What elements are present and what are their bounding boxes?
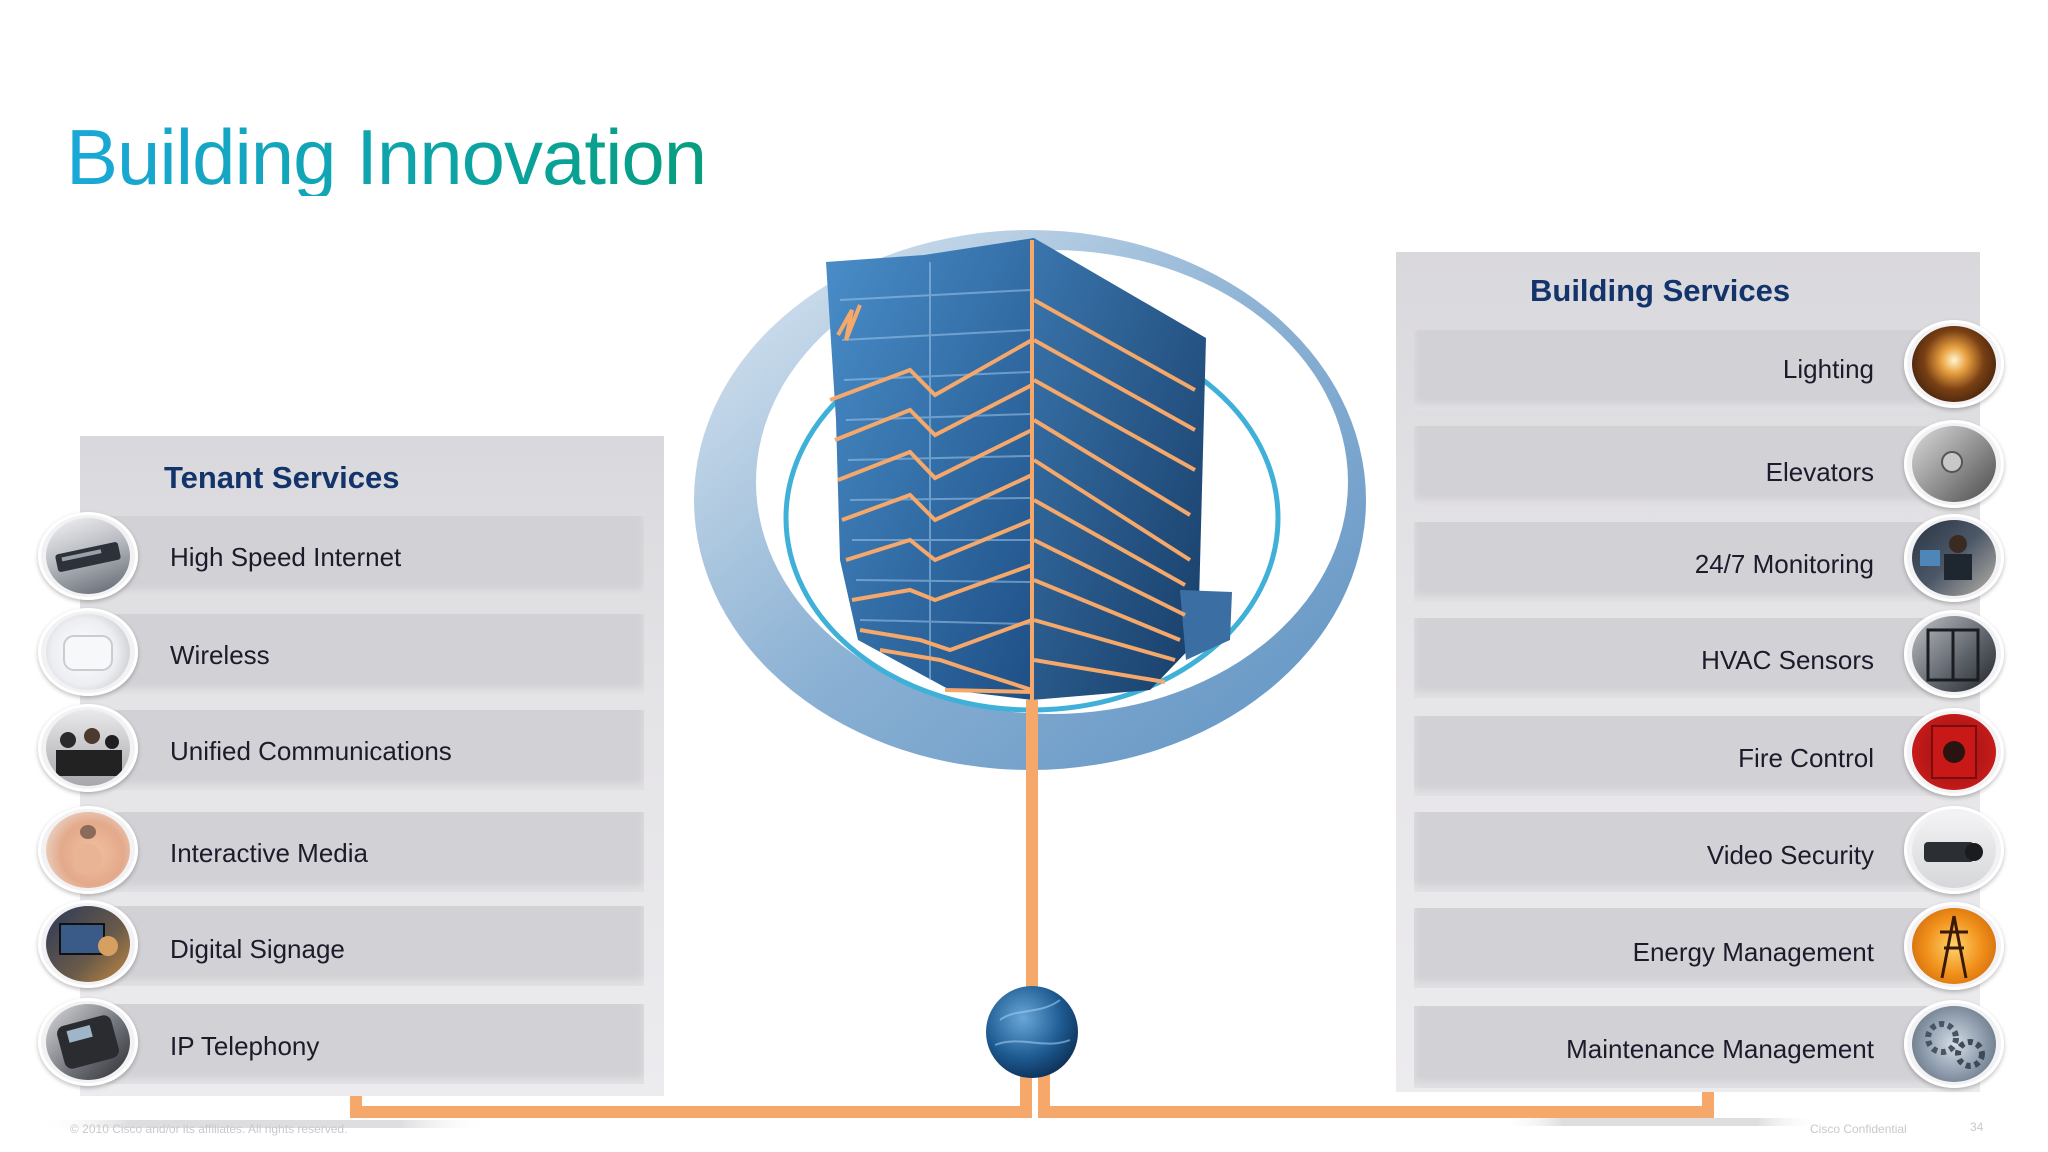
building-item-label: 24/7 Monitoring [1694, 549, 1874, 579]
connector-left-shape [350, 1060, 1032, 1118]
building-item-row[interactable] [1414, 1006, 1960, 1088]
building-item-label: Energy Management [1632, 937, 1874, 967]
tenant-services-title: Tenant Services [164, 460, 400, 495]
building-item-row[interactable] [1414, 426, 1960, 506]
tenant-item-row[interactable] [98, 614, 644, 694]
building-item-label: HVAC Sensors [1701, 645, 1874, 675]
elevator-button-icon [1904, 420, 2004, 508]
tenant-item-label: Digital Signage [170, 934, 345, 964]
building-item-label: Lighting [1782, 354, 1874, 384]
tenant-item-label: Interactive Media [170, 838, 368, 868]
building-item-row[interactable] [1414, 908, 1960, 988]
router-icon [38, 512, 138, 600]
hvac-unit-icon [1904, 610, 2004, 698]
tenant-item-row[interactable] [98, 1004, 644, 1084]
globe-shape [986, 986, 1078, 1078]
fire-alarm-icon [1904, 708, 2004, 796]
tenant-item-label: High Speed Internet [170, 542, 402, 572]
building-item-row[interactable] [1414, 618, 1960, 698]
tenant-item-label: Unified Communications [170, 736, 452, 766]
connector-right-shape [1038, 1060, 1714, 1118]
light-bulb-icon [1904, 320, 2004, 408]
meeting-people-icon [38, 704, 138, 792]
building-item-label: Fire Control [1738, 743, 1874, 773]
signage-screen-icon [38, 900, 138, 988]
touch-hand-icon [38, 806, 138, 894]
tenant-item-row[interactable] [98, 906, 644, 986]
tenant-item-label: IP Telephony [170, 1031, 320, 1061]
building-item-row[interactable] [1414, 522, 1960, 602]
building-item-row[interactable] [1414, 812, 1960, 892]
building-right-face [1032, 238, 1206, 700]
slide-title: Building Innovation [66, 113, 707, 201]
building-item-label: Elevators [1765, 457, 1874, 487]
building-item-label: Video Security [1706, 840, 1874, 870]
footer-confidential: Cisco Confidential [1810, 1122, 1907, 1136]
tenant-item-row[interactable] [98, 710, 644, 790]
monitoring-operator-icon [1904, 514, 2004, 602]
page-number: 34 [1970, 1120, 1984, 1134]
access-point-icon [38, 608, 138, 696]
footer-copyright: © 2010 Cisco and/or its affiliates. All … [70, 1122, 348, 1136]
tenant-item-row[interactable] [98, 812, 644, 892]
building-item-label: Maintenance Management [1566, 1034, 1874, 1064]
security-camera-icon [1904, 806, 2004, 894]
building-item-row[interactable] [1414, 716, 1960, 796]
ip-phone-icon [38, 998, 138, 1086]
gears-icon [1904, 1000, 2004, 1088]
power-tower-icon [1904, 902, 2004, 990]
tenant-item-label: Wireless [170, 640, 270, 670]
building-item-row[interactable] [1414, 330, 1960, 410]
tenant-item-row[interactable] [98, 516, 644, 596]
building-services-title: Building Services [1530, 273, 1791, 308]
